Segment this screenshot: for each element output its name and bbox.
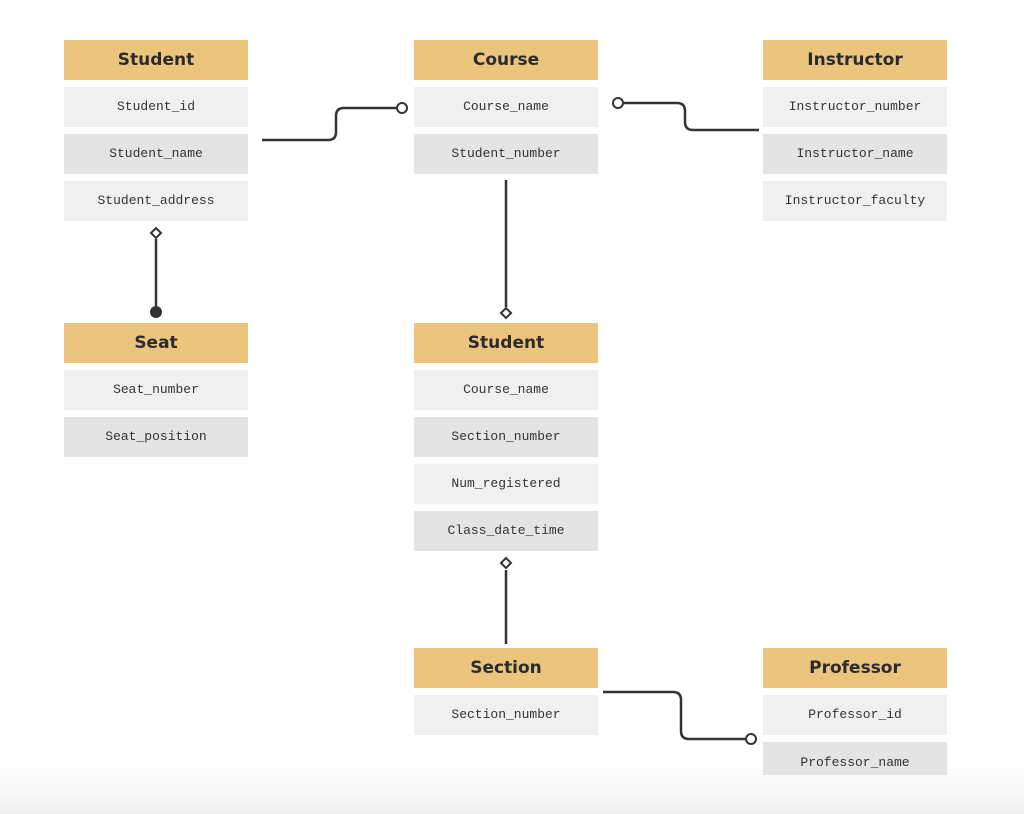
attribute-field: Section_number bbox=[414, 695, 598, 735]
connector-end-diamond-icon bbox=[149, 226, 163, 240]
connector-end-ring-icon bbox=[612, 97, 624, 109]
entity-title: Seat bbox=[64, 323, 248, 363]
entity-title: Professor bbox=[763, 648, 947, 688]
entity-student: Student Student_id Student_name Student_… bbox=[64, 40, 248, 221]
attribute-field: Student_name bbox=[64, 134, 248, 174]
entity-title: Section bbox=[414, 648, 598, 688]
connector-end-ring-icon bbox=[396, 102, 408, 114]
attribute-field: Student_number bbox=[414, 134, 598, 174]
connector-end-dot-icon bbox=[150, 306, 162, 318]
entity-title: Student bbox=[414, 323, 598, 363]
attribute-field: Instructor_faculty bbox=[763, 181, 947, 221]
entity-course: Course Course_name Student_number bbox=[414, 40, 598, 174]
connector-section-professor bbox=[603, 690, 745, 741]
connector-end-diamond-icon bbox=[499, 556, 513, 570]
attribute-field: Num_registered bbox=[414, 464, 598, 504]
attribute-field: Student_id bbox=[64, 87, 248, 127]
connector-end-ring-icon bbox=[745, 733, 757, 745]
attribute-field: Instructor_number bbox=[763, 87, 947, 127]
attribute-field: Professor_id bbox=[763, 695, 947, 735]
connector-instructor-course bbox=[624, 101, 759, 132]
entity-student-section-link: Student Course_name Section_number Num_r… bbox=[414, 323, 598, 551]
attribute-field: Course_name bbox=[414, 87, 598, 127]
entity-section: Section Section_number bbox=[414, 648, 598, 735]
attribute-field: Class_date_time bbox=[414, 511, 598, 551]
entity-title: Student bbox=[64, 40, 248, 80]
attribute-field: Course_name bbox=[414, 370, 598, 410]
entity-title: Course bbox=[414, 40, 598, 80]
attribute-field: Seat_number bbox=[64, 370, 248, 410]
attribute-field: Section_number bbox=[414, 417, 598, 457]
entity-title: Instructor bbox=[763, 40, 947, 80]
attribute-field: Professor_name bbox=[763, 742, 947, 775]
attribute-field: Seat_position bbox=[64, 417, 248, 457]
entity-seat: Seat Seat_number Seat_position bbox=[64, 323, 248, 457]
attribute-field: Instructor_name bbox=[763, 134, 947, 174]
connector-student-course bbox=[262, 106, 396, 142]
entity-instructor: Instructor Instructor_number Instructor_… bbox=[763, 40, 947, 221]
entity-professor: Professor Professor_id Professor_name bbox=[763, 648, 947, 775]
connector-end-diamond-icon bbox=[499, 306, 513, 320]
attribute-field: Student_address bbox=[64, 181, 248, 221]
